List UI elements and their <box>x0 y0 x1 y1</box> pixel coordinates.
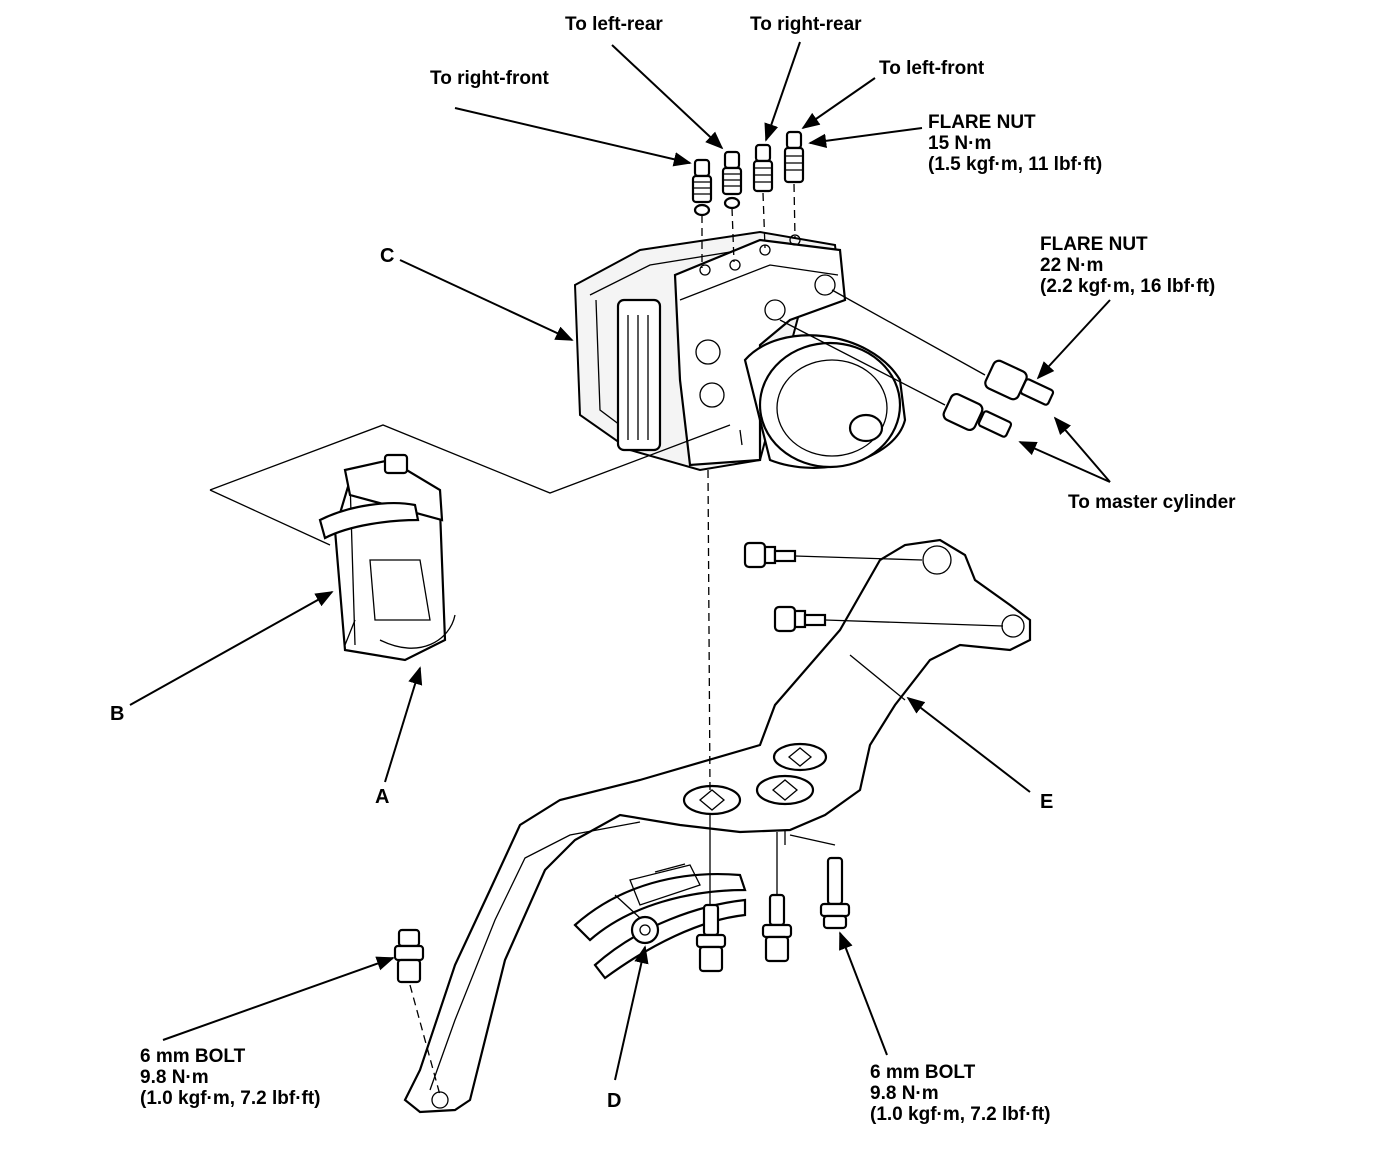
label-flare-nut-15: FLARE NUT 15 N·m (1.5 kgf·m, 11 lbf·ft) <box>928 112 1102 175</box>
label-bolt-right: 6 mm BOLT 9.8 N·m (1.0 kgf·m, 7.2 lbf·ft… <box>870 1062 1051 1125</box>
bracket-bolt-lower <box>773 605 1004 633</box>
callout-d: D <box>607 1090 621 1112</box>
label-flare-nut-22: FLARE NUT 22 N·m (2.2 kgf·m, 16 lbf·ft) <box>1040 234 1215 297</box>
leader-arrows <box>129 41 1111 1081</box>
flare-nut-left-rear <box>721 150 743 210</box>
flare-nut-left-front <box>783 130 805 184</box>
bracket-bolt-upper <box>743 541 923 569</box>
bolt-bottom-2 <box>761 893 793 963</box>
flare-nut-master-cylinder <box>779 289 1055 438</box>
bolt-bottom-3 <box>819 856 851 930</box>
label-to-left-front: To left-front <box>879 58 985 79</box>
label-to-right-rear: To right-rear <box>750 14 862 35</box>
callout-b: B <box>110 703 124 725</box>
connector-b <box>209 424 731 662</box>
flare-nut-right-rear <box>752 143 774 193</box>
bolt-bottom-1 <box>695 903 727 973</box>
label-to-master-cylinder: To master cylinder <box>1068 492 1236 513</box>
flare-nut-dashes <box>701 183 796 268</box>
label-bolt-left: 6 mm BOLT 9.8 N·m (1.0 kgf·m, 7.2 lbf·ft… <box>140 1046 321 1109</box>
callout-a: A <box>375 786 389 808</box>
label-to-right-front: To right-front <box>430 68 550 89</box>
modulator-control-unit-c <box>573 230 907 472</box>
callout-e: E <box>1040 791 1053 813</box>
flare-nut-right-front <box>691 158 713 217</box>
callout-c: C <box>380 245 394 267</box>
label-to-left-rear: To left-rear <box>565 14 663 35</box>
bolt-left <box>393 928 441 1096</box>
dash-guides <box>707 469 836 905</box>
mounting-bracket-e <box>403 538 1032 1114</box>
